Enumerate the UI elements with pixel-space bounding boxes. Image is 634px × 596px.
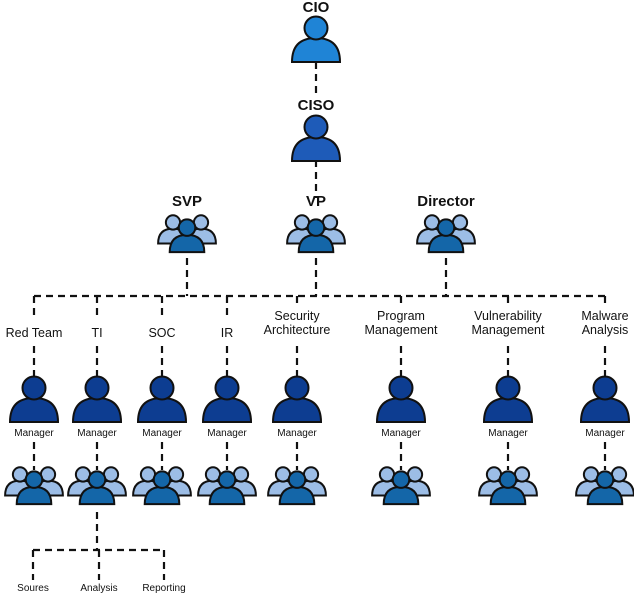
team-lead-icon bbox=[15, 470, 53, 506]
cio-person-icon bbox=[290, 15, 342, 63]
svp-label: SVP bbox=[171, 193, 203, 210]
dept-label-soc: SOC bbox=[148, 326, 176, 340]
director-label: Director bbox=[417, 193, 475, 210]
ti-subteam-label-analysis: Analysis bbox=[80, 583, 118, 594]
manager-label: Manager bbox=[142, 428, 182, 439]
department-team-icon bbox=[132, 466, 192, 506]
cio-label: CIO bbox=[302, 0, 330, 16]
manager-person-icon bbox=[8, 375, 60, 423]
manager-label: Manager bbox=[14, 428, 54, 439]
svp-team-icon bbox=[157, 214, 217, 254]
dept-label-ti: TI bbox=[91, 326, 103, 340]
manager-person-icon bbox=[71, 375, 123, 423]
manager-person-icon bbox=[579, 375, 631, 423]
ti-subteam-label-reporting: Reporting bbox=[142, 583, 186, 594]
manager-person-icon bbox=[136, 375, 188, 423]
department-team-icon bbox=[371, 466, 431, 506]
team-lead-icon bbox=[586, 470, 624, 506]
department-team-icon bbox=[478, 466, 538, 506]
department-team-icon bbox=[67, 466, 127, 506]
connector-lines bbox=[31, 62, 607, 580]
manager-person-icon bbox=[271, 375, 323, 423]
dept-label-ir: IR bbox=[220, 326, 234, 340]
ciso-person-icon bbox=[290, 114, 342, 162]
person-icons bbox=[4, 15, 634, 506]
team-lead-icon bbox=[427, 218, 465, 254]
manager-person-icon bbox=[375, 375, 427, 423]
manager-person-icon bbox=[201, 375, 253, 423]
ti-subteam-label-soures: Soures bbox=[17, 583, 49, 594]
manager-label: Manager bbox=[585, 428, 625, 439]
manager-person-icon bbox=[482, 375, 534, 423]
manager-label: Manager bbox=[207, 428, 247, 439]
department-team-icon bbox=[4, 466, 64, 506]
team-lead-icon bbox=[489, 470, 527, 506]
manager-label: Manager bbox=[77, 428, 117, 439]
ciso-label: CISO bbox=[297, 97, 335, 114]
team-lead-icon bbox=[143, 470, 181, 506]
director-team-icon bbox=[416, 214, 476, 254]
team-lead-icon bbox=[297, 218, 335, 254]
vp-label: VP bbox=[305, 193, 327, 210]
team-lead-icon bbox=[278, 470, 316, 506]
dept-label-red-team: Red Team bbox=[5, 326, 63, 340]
vp-team-icon bbox=[286, 214, 346, 254]
manager-label: Manager bbox=[488, 428, 528, 439]
department-team-icon bbox=[197, 466, 257, 506]
department-team-icon bbox=[267, 466, 327, 506]
team-lead-icon bbox=[168, 218, 206, 254]
dept-label-security-architecture: Security Architecture bbox=[263, 309, 331, 337]
department-team-icon bbox=[575, 466, 634, 506]
dept-label-vulnerability-management: Vulnerability Management bbox=[471, 309, 545, 337]
team-lead-icon bbox=[382, 470, 420, 506]
team-lead-icon bbox=[208, 470, 246, 506]
dept-label-malware-analysis: Malware Analysis bbox=[581, 309, 629, 337]
manager-label: Manager bbox=[381, 428, 421, 439]
team-lead-icon bbox=[78, 470, 116, 506]
manager-label: Manager bbox=[277, 428, 317, 439]
dept-label-program-management: Program Management bbox=[364, 309, 438, 337]
